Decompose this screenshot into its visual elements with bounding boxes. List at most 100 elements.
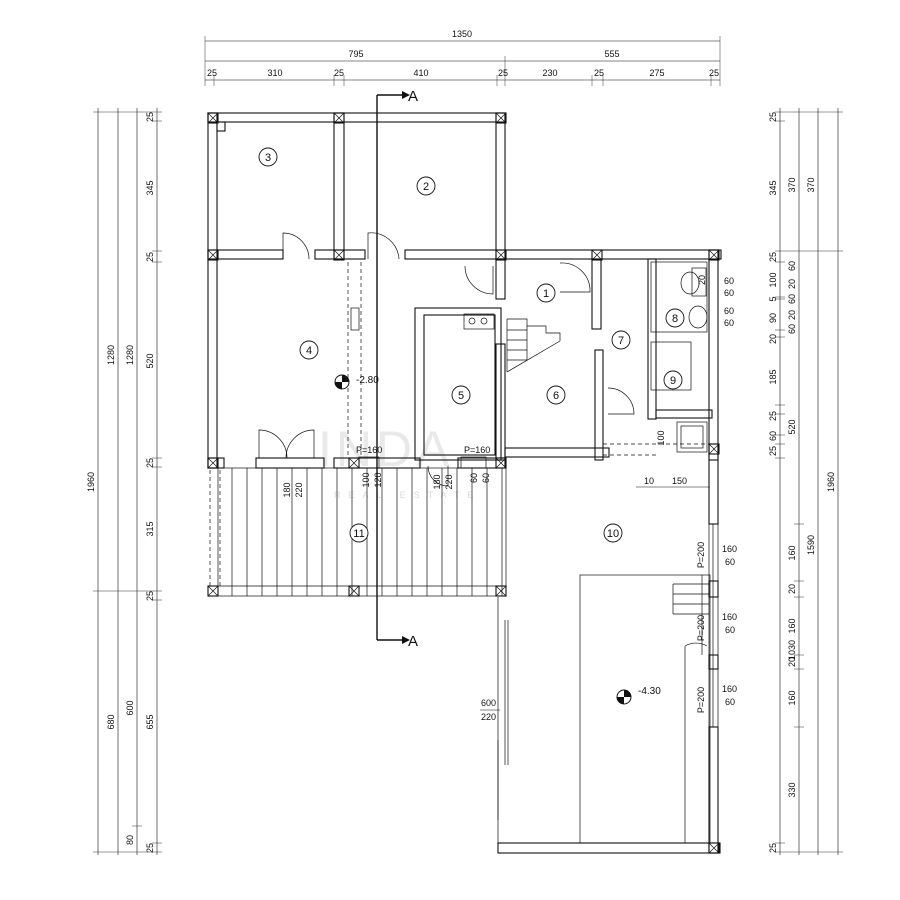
dim-right-seg: 160 [787, 690, 797, 705]
structural-columns [207, 112, 720, 854]
right-dimension-lines [775, 108, 843, 855]
window-label: P=200 [696, 687, 706, 713]
bathroom-tiles [650, 261, 708, 453]
lower-stairs [579, 574, 711, 844]
level-lower-value: -4.30 [638, 686, 661, 697]
dim-right-upper: 1590 [806, 535, 816, 555]
room-circle-1 [536, 283, 556, 303]
window-label: 60 [725, 697, 735, 707]
dim-total-height-left: 1960 [86, 472, 96, 492]
dim-top-seg: 25 [709, 68, 719, 78]
dim-right-col: 60 [787, 324, 797, 334]
dim-right-seg: 345 [768, 180, 778, 195]
dim-right-lower: 1030 [787, 640, 797, 660]
opening-label: 220 [294, 482, 304, 497]
opening-label: 100 [361, 472, 371, 487]
watermark-subtitle: REAL ESTATE [334, 490, 481, 500]
dim-left-lower: 600 [125, 700, 135, 715]
room-circle-10 [603, 523, 623, 543]
room-circle-4 [299, 340, 319, 360]
dim-right-seg: 20 [768, 334, 778, 344]
room-circle-3 [258, 147, 278, 167]
window-label: P=200 [696, 615, 706, 641]
bath-window-label: 60 [724, 276, 734, 286]
dim-left-seg: 315 [145, 521, 155, 536]
wc-window-label: 20 [697, 275, 707, 285]
dim-right-seg: 330 [787, 782, 797, 797]
dim-right-seg: 160 [787, 545, 797, 560]
dim-left-upper: 1280 [106, 345, 116, 365]
section-line [376, 91, 410, 644]
opening-label: P=160 [356, 445, 382, 455]
dim-overall-width: 1350 [452, 29, 472, 39]
opening-label: 60 [481, 473, 491, 483]
dim-right-seg: 5 [768, 296, 778, 301]
window-label: P=200 [696, 542, 706, 568]
dim-top-seg: 230 [542, 68, 557, 78]
room-circle-5 [451, 385, 471, 405]
room-circle-6 [546, 385, 566, 405]
dim-top-seg: 25 [207, 68, 217, 78]
dim-right-seg: 185 [768, 369, 778, 384]
room-circle-8 [665, 308, 685, 328]
dim-right-upper: 370 [806, 177, 816, 192]
room-circle-2 [416, 176, 436, 196]
dim-left-seg: 655 [145, 714, 155, 729]
stairs-interior [506, 318, 561, 373]
dim-right-seg: 90 [768, 313, 778, 323]
room-number-1: 1 [543, 288, 549, 300]
dim-right-upper: 370 [787, 177, 797, 192]
terrace-openings [358, 456, 487, 469]
lower-walls [207, 443, 721, 854]
window-label: 160 [722, 612, 737, 622]
gap-label: 10 [644, 476, 654, 486]
dim-left-seg: 25 [145, 843, 155, 853]
section-label-top: A [408, 88, 418, 105]
dim-top-seg: 25 [594, 68, 604, 78]
door-swings [258, 232, 708, 647]
dim-left-block: 795 [348, 49, 363, 59]
dim-right-col: 20 [787, 279, 797, 289]
dim-right-col: 60 [787, 261, 797, 271]
room-number-10: 10 [607, 528, 619, 540]
opening-label: 180 [432, 474, 442, 489]
room-number-5: 5 [458, 390, 464, 402]
window-label: 160 [722, 544, 737, 554]
level-upper-value: -2.80 [356, 375, 379, 386]
dim-left-lower: 680 [106, 714, 116, 729]
dim-top-seg: 410 [413, 68, 428, 78]
dim-left-upper: 1280 [125, 345, 135, 365]
room-number-3: 3 [265, 152, 271, 164]
room-number-9: 9 [670, 375, 676, 387]
dim-total-height-right: 1960 [826, 472, 836, 492]
dim-top-seg: 25 [334, 68, 344, 78]
kitchen-hob [463, 313, 495, 330]
lower-windows [708, 523, 719, 728]
level-marker-upper [334, 374, 350, 390]
bath-window-label: 60 [724, 306, 734, 316]
bath-window-label: 60 [724, 288, 734, 298]
opening-label: 60 [469, 473, 479, 483]
dim-top-seg: 310 [267, 68, 282, 78]
central-rooms-walls [414, 258, 713, 461]
dim-right-seg: 100 [768, 272, 778, 287]
big-glazing-left [497, 620, 509, 820]
room-circle-9 [663, 370, 683, 390]
dim-right-col: 20 [787, 310, 797, 320]
dim-right-seg: 25 [768, 446, 778, 456]
watermark-logo: INDA [318, 421, 453, 477]
opening-label: 180 [282, 482, 292, 497]
upper-rooms-walls [207, 112, 722, 469]
room-number-6: 6 [553, 390, 559, 402]
dim-left-seg: 25 [145, 112, 155, 122]
dim-right-seg: 520 [787, 419, 797, 434]
room-number-7: 7 [618, 335, 624, 347]
section-label-bottom: A [408, 633, 418, 650]
dim-top-seg: 25 [498, 68, 508, 78]
opening-label: 120 [373, 472, 383, 487]
dim-right-block: 555 [604, 49, 619, 59]
opening-label: P=160 [464, 445, 490, 455]
dim-right-seg: 20 [787, 657, 797, 667]
dim-right-seg: 20 [787, 584, 797, 594]
